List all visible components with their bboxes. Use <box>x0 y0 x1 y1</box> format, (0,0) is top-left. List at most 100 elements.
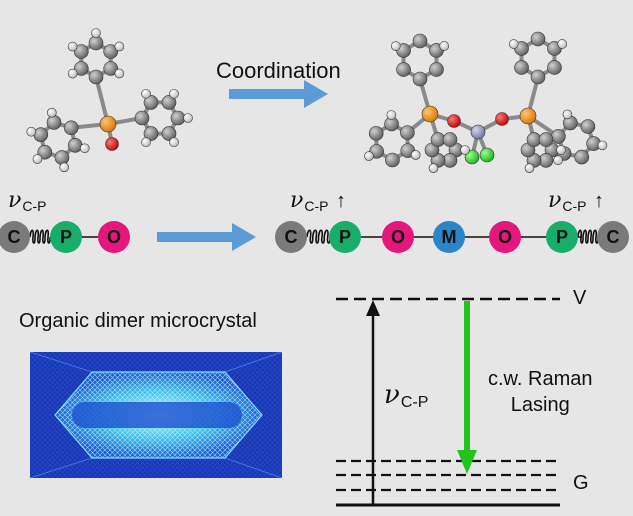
free-ligand-atom-hydrogen <box>169 137 179 148</box>
complex-atom-hydrogen <box>439 41 450 51</box>
complex-atom-hydrogen <box>410 150 421 160</box>
coordination-arrow <box>229 80 328 108</box>
spring-bond-right-1 <box>306 229 331 244</box>
free-ligand-molecule <box>26 28 193 173</box>
free-ligand-atom-carbon <box>88 69 104 85</box>
complex-atom-hydrogen <box>390 41 401 51</box>
free-ligand-atom-hydrogen <box>114 41 125 52</box>
complex-atom-chlorine <box>479 147 495 163</box>
free-ligand-atom-carbon <box>161 95 177 110</box>
complex-atom-oxygen <box>495 112 509 126</box>
free-ligand-atom-phosphorus <box>99 115 117 133</box>
complex-atom-hydrogen <box>364 151 374 161</box>
complex-atom-hydrogen <box>562 109 573 120</box>
crystal-title: Organic dimer microcrystal <box>19 310 257 332</box>
free-ligand-atom-hydrogen <box>79 143 90 154</box>
chain-right-atom-phosphorus: P <box>329 221 361 253</box>
free-ligand-atom-hydrogen <box>183 113 193 123</box>
complex-atom-carbon <box>385 152 400 168</box>
vcp-label-right-1: νC-P ↑ <box>290 188 346 214</box>
complex-atom-phosphorus <box>519 107 537 125</box>
complex-atom-carbon <box>547 60 562 75</box>
free-ligand-atom-carbon <box>63 120 79 136</box>
free-ligand-atom-carbon <box>143 126 159 141</box>
free-ligand-atom-carbon <box>67 138 83 153</box>
free-ligand-atom-carbon <box>143 95 159 110</box>
bond-subscript: C-P <box>304 198 329 214</box>
up-arrow-icon: ↑ <box>335 190 346 212</box>
complex-atom-metal <box>470 124 486 140</box>
raman-label-line2: Lasing <box>510 394 570 416</box>
nu-symbol: ν <box>290 188 304 213</box>
complex-atom-hydrogen <box>508 39 519 49</box>
raman-label: c.w. Raman Lasing <box>488 366 592 418</box>
chain-right-atom-metal: M <box>433 221 465 253</box>
free-ligand-atom-oxygen <box>105 137 119 151</box>
free-ligand-atom-hydrogen <box>32 154 43 164</box>
complex-atom-hydrogen <box>428 163 439 173</box>
chain-right-atom-carbon: C <box>275 221 307 253</box>
free-ligand-atom-hydrogen <box>26 126 37 137</box>
bond-subscript: C-P <box>400 394 429 411</box>
nu-symbol: ν <box>548 188 562 213</box>
free-ligand-atom-carbon <box>134 110 150 126</box>
free-ligand-atom-carbon <box>103 61 119 76</box>
complex-atom-hydrogen <box>460 145 470 155</box>
free-ligand-atom-hydrogen <box>141 137 151 148</box>
free-ligand-atom-carbon <box>54 150 70 165</box>
level-label-v: V <box>573 287 587 309</box>
free-ligand-atom-hydrogen <box>67 68 78 79</box>
microcrystal-image <box>29 351 283 479</box>
complex-atom-carbon <box>530 31 546 47</box>
free-ligand-atom-hydrogen <box>114 68 125 79</box>
complex-atom-oxygen <box>447 114 461 128</box>
nu-symbol: ν <box>8 188 22 213</box>
complex-atom-phosphorus <box>421 105 439 123</box>
chain-right-atom-oxygen: O <box>382 221 414 253</box>
free-ligand-atom-hydrogen <box>67 41 78 52</box>
free-ligand-atom-carbon <box>88 35 104 51</box>
complex-atom-carbon <box>530 69 546 85</box>
complex-atom-hydrogen <box>556 145 566 155</box>
chain-right-atom-oxygen: O <box>489 221 521 253</box>
free-ligand-atom-carbon <box>161 126 177 141</box>
complex-atom-hydrogen <box>557 39 568 49</box>
chain-left-atom-oxygen: O <box>98 221 130 253</box>
free-ligand-atom-carbon <box>46 115 62 130</box>
spring-bond-right-2 <box>577 229 599 244</box>
complex-atom-carbon <box>551 129 566 144</box>
free-ligand-atom-carbon <box>103 44 119 59</box>
coordinated-complex-molecule <box>364 31 608 173</box>
complex-atom-carbon <box>368 126 384 141</box>
bond-subscript: C-P <box>22 198 47 214</box>
coordination-label: Coordination <box>216 58 341 83</box>
complex-atom-carbon <box>412 71 428 87</box>
spring-bond-left <box>29 229 51 244</box>
chain-right-atom-carbon: C <box>597 221 629 253</box>
complex-atom-carbon <box>429 62 444 77</box>
free-ligand-atom-carbon <box>37 144 53 160</box>
free-ligand-atom-hydrogen <box>91 28 101 38</box>
vcp-label-left: νC-P <box>8 188 47 214</box>
complex-atom-hydrogen <box>597 140 608 151</box>
complex-atom-hydrogen <box>553 155 563 166</box>
free-ligand-atom-carbon <box>170 110 186 126</box>
complex-atom-carbon <box>574 149 590 165</box>
chain-left-atom-phosphorus: P <box>50 221 82 253</box>
free-ligand-atom-hydrogen <box>46 107 57 118</box>
free-ligand-atom-hydrogen <box>141 88 151 99</box>
energy-level-diagram <box>336 297 560 507</box>
complex-atom-carbon <box>538 132 554 147</box>
complex-atom-hydrogen <box>386 110 397 120</box>
complex-atom-carbon <box>396 62 411 77</box>
chain-left-atom-carbon: C <box>0 221 30 253</box>
vcp-label-right-2: νC-P ↑ <box>548 188 604 214</box>
free-ligand-atom-hydrogen <box>59 162 70 173</box>
free-ligand-atom-carbon <box>73 44 89 59</box>
free-ligand-atom-hydrogen <box>169 88 179 99</box>
complex-atom-carbon <box>580 119 596 134</box>
complex-atom-chlorine <box>464 149 480 165</box>
chain-right-atom-phosphorus: P <box>546 221 578 253</box>
free-ligand-atom-carbon <box>73 61 89 76</box>
